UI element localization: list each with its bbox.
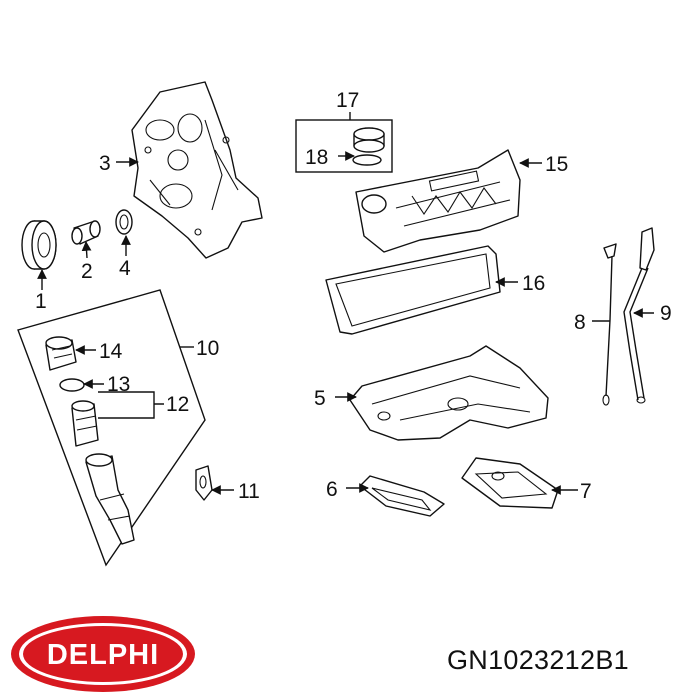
callout-18: 18 bbox=[305, 146, 328, 169]
cap-seal-drawing bbox=[352, 154, 382, 166]
dipstick-tube-9-drawing bbox=[623, 227, 655, 404]
callout-15: 15 bbox=[545, 153, 568, 176]
filter-element-drawing bbox=[71, 400, 99, 447]
filter-cap-drawing bbox=[45, 336, 77, 371]
gasket-drawing bbox=[195, 465, 213, 501]
oil-cap-group-box bbox=[295, 119, 393, 173]
callout-12: 12 bbox=[166, 393, 189, 416]
seal-ring-drawing bbox=[115, 209, 133, 235]
callout-4: 4 bbox=[119, 257, 131, 280]
valve-cover-gasket-drawing bbox=[325, 245, 501, 335]
callout-3: 3 bbox=[99, 152, 111, 175]
callout-8: 8 bbox=[574, 311, 586, 334]
callout-6: 6 bbox=[326, 478, 338, 501]
lower-oil-pan-drawing bbox=[359, 475, 445, 517]
callout-17: 17 bbox=[336, 89, 359, 112]
delphi-logo: DELPHI bbox=[11, 616, 195, 692]
filter-housing-drawing bbox=[85, 453, 135, 545]
valve-cover-drawing bbox=[355, 149, 521, 253]
leader-12 bbox=[98, 391, 164, 419]
dipstick-8-drawing bbox=[602, 243, 617, 406]
callout-9: 9 bbox=[660, 302, 672, 325]
upper-oil-pan-drawing bbox=[349, 345, 549, 441]
part-number-label: GN1023212B1 bbox=[447, 645, 629, 675]
callout-11: 11 bbox=[238, 480, 260, 503]
callout-2: 2 bbox=[81, 260, 93, 283]
oil-filter-group-outline bbox=[17, 289, 206, 567]
callout-14: 14 bbox=[99, 340, 123, 363]
callout-5: 5 bbox=[314, 387, 326, 410]
timing-cover-drawing bbox=[131, 81, 263, 259]
sleeve-drawing bbox=[71, 220, 101, 245]
leader-2 bbox=[81, 241, 92, 259]
callout-7: 7 bbox=[580, 480, 592, 503]
logo-inner-band bbox=[23, 626, 183, 682]
oil-baffle-drawing bbox=[461, 457, 559, 509]
callout-16: 16 bbox=[522, 272, 545, 295]
callout-13: 13 bbox=[107, 373, 130, 396]
callout-1: 1 bbox=[35, 290, 47, 313]
logo-text: DELPHI bbox=[47, 639, 159, 671]
filter-o-ring-drawing bbox=[59, 378, 85, 392]
crank-pulley-drawing bbox=[21, 220, 57, 270]
oil-filler-cap-drawing bbox=[353, 127, 385, 153]
callout-10: 10 bbox=[196, 337, 219, 360]
